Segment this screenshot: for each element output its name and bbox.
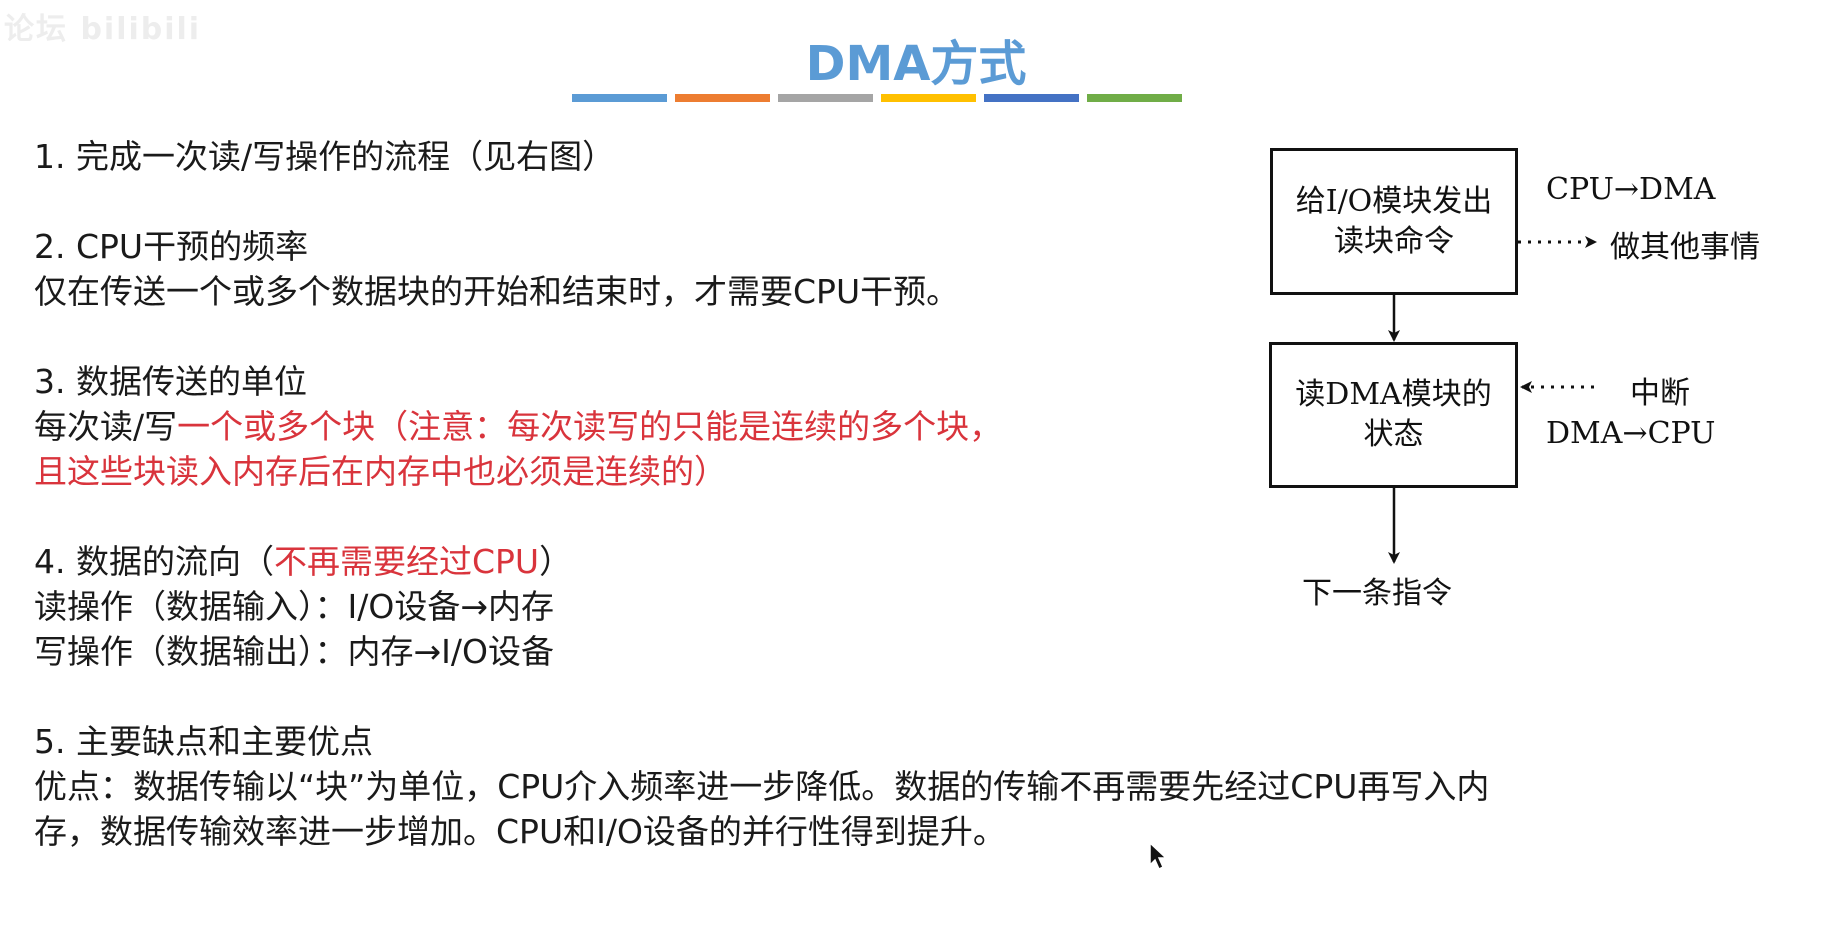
mouse-cursor-icon [1149,841,1168,871]
slide-title: DMA方式 [805,36,1027,92]
section-pros-cons: 5. 主要缺点和主要优点 优点：数据传输以“块”为单位，CPU介入频率进一步降低… [34,719,1490,854]
box-text-line: 给I/O模块发出 [1295,183,1493,219]
section-heading: 5. 主要缺点和主要优点 [34,722,373,761]
section-heading: 4. 数据的流向（不再需要经过CPU） [34,539,1234,584]
label-next-instruction: 下一条指令 [1302,576,1452,611]
text-black: ） [539,542,573,581]
color-segment-orange [675,94,770,102]
section-body-line-highlight: 且这些块读入内存后在内存中也必须是连续的） [34,452,727,491]
label-dma-to-cpu: DMA→CPU [1546,416,1716,451]
section-process: 1. 完成一次读/写操作的流程（见右图） [34,134,1234,179]
text-black: 每次读/写 [34,407,178,446]
box-issue-read-command: 给I/O模块发出 读块命令 [1270,148,1518,295]
title-color-bar [572,94,1182,102]
read-operation-line: 读操作（数据输入）：I/O设备→内存 [34,587,554,626]
section-transfer-unit: 3. 数据传送的单位 每次读/写一个或多个块（注意：每次读写的只能是连续的多个块… [34,359,1234,494]
color-segment-yellow [881,94,976,102]
diagram-connectors [1388,236,1597,564]
section-heading: 3. 数据传送的单位 [34,362,307,401]
label-cpu-to-dma: CPU→DMA [1546,172,1716,207]
section-body-line: 存，数据传输效率进一步增加。CPU和I/O设备的并行性得到提升。 [34,812,1006,851]
color-segment-blue [572,94,667,102]
section-heading: 2. CPU干预的频率 [34,227,309,266]
section-body-line: 每次读/写一个或多个块（注意：每次读写的只能是连续的多个块， [34,404,1234,449]
color-segment-gray [778,94,873,102]
section-cpu-frequency: 2. CPU干预的频率 仅在传送一个或多个数据块的开始和结束时，才需要CPU干预… [34,224,1234,314]
section-body-line: 仅在传送一个或多个数据块的开始和结束时，才需要CPU干预。 [34,272,960,311]
write-operation-line: 写操作（数据输出）：内存→I/O设备 [34,632,554,671]
color-segment-darkblue [984,94,1079,102]
text-black: 4. 数据的流向（ [34,542,274,581]
box-text-line: 状态 [1363,417,1424,452]
label-do-other-work: 做其他事情 [1610,230,1760,265]
box-text-line: 读块命令 [1334,223,1454,259]
section-heading: 1. 完成一次读/写操作的流程（见右图） [34,137,616,176]
dma-flow-diagram: 给I/O模块发出 读块命令 读DMA模块的 状态 CPU→DMA 做其他事情 中… [1250,130,1810,650]
box-text-line: 读DMA模块的 [1295,377,1492,412]
section-body-line: 优点：数据传输以“块”为单位，CPU介入频率进一步降低。数据的传输不再需要先经过… [34,767,1490,806]
box-read-dma-status: 读DMA模块的 状态 [1269,342,1518,488]
label-interrupt: 中断 [1630,376,1690,411]
color-segment-green [1087,94,1182,102]
watermark: 论坛 bilibili [4,12,202,47]
section-data-flow: 4. 数据的流向（不再需要经过CPU） 读操作（数据输入）：I/O设备→内存 写… [34,539,1234,674]
text-highlight: 一个或多个块（注意：每次读写的只能是连续的多个块， [177,407,1003,446]
slide-content: 1. 完成一次读/写操作的流程（见右图） 2. CPU干预的频率 仅在传送一个或… [34,134,1490,899]
text-highlight: 不再需要经过CPU [273,542,540,581]
